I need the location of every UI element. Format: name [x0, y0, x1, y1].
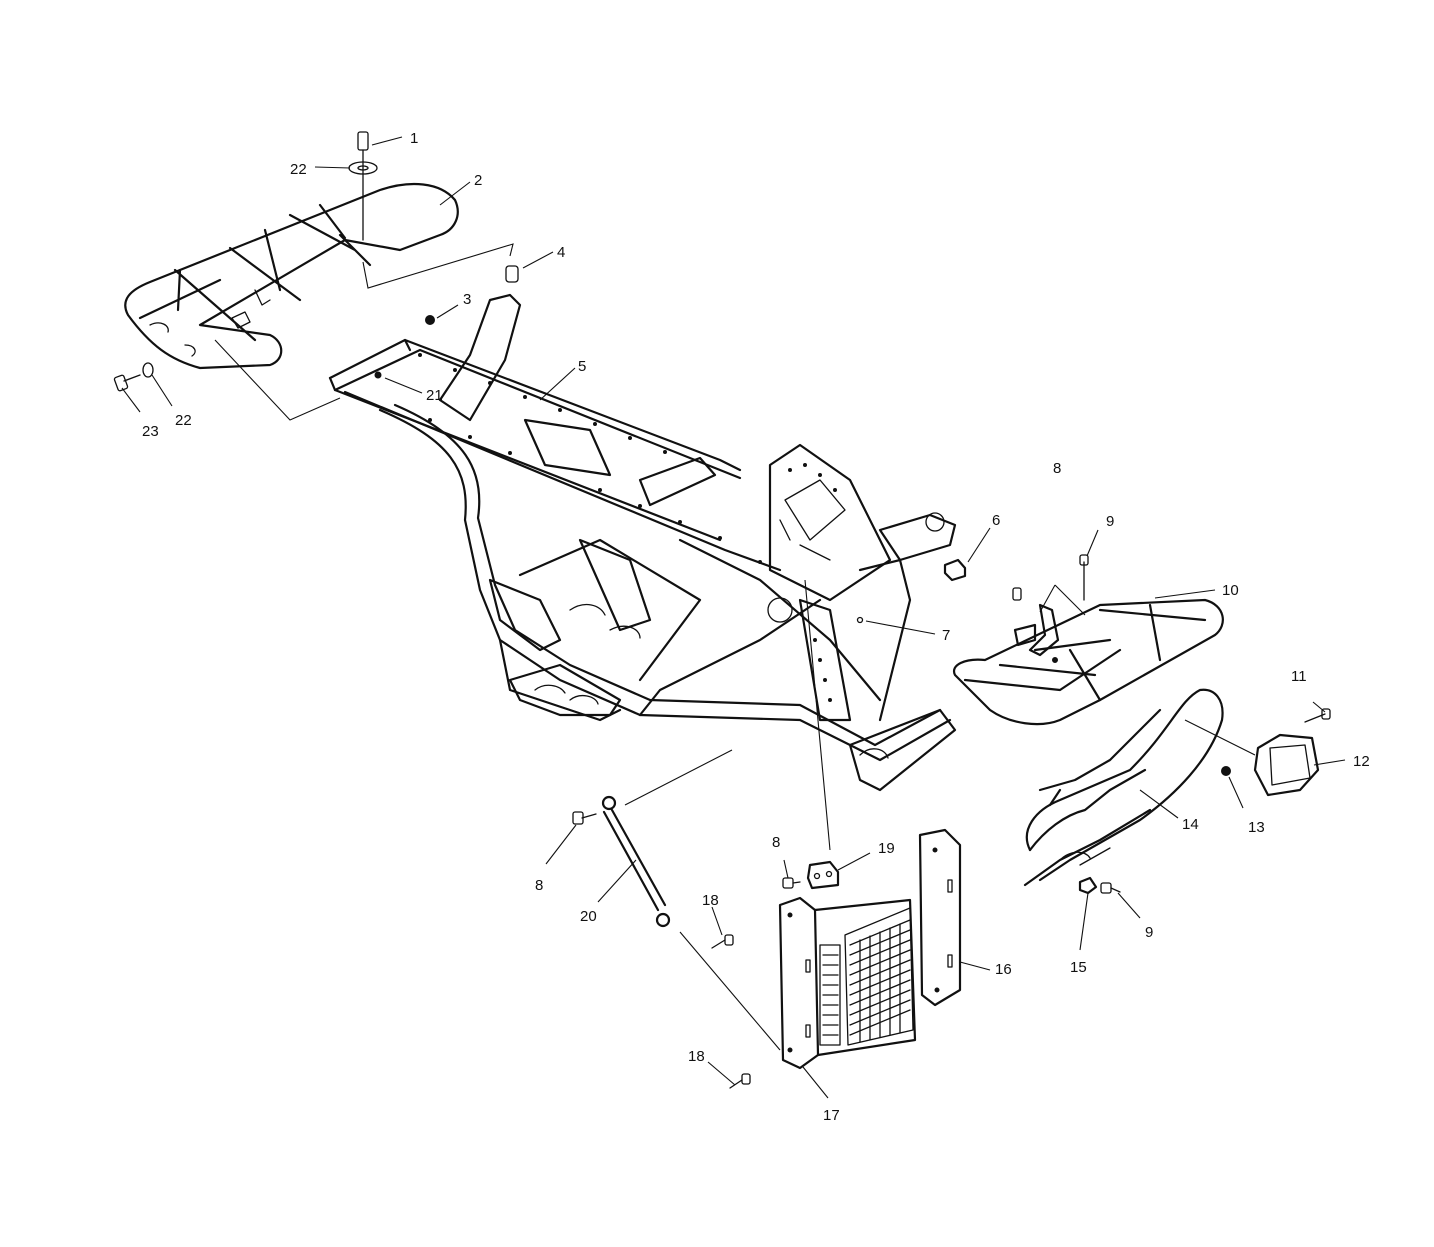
callout-20: 20 [580, 908, 597, 925]
callout-5: 5 [578, 358, 586, 375]
nut-15 [1078, 876, 1098, 895]
screen-16 [918, 828, 962, 1007]
callout-18-upper: 18 [702, 892, 719, 909]
callout-23: 23 [142, 423, 159, 440]
callout-22-left: 22 [175, 412, 192, 429]
callout-6: 6 [992, 512, 1000, 529]
screw-18-upper [711, 934, 734, 949]
callout-leaders [121, 136, 1346, 1099]
callout-8-upper: 8 [1053, 460, 1061, 477]
bolt-23 [113, 374, 141, 392]
screw-18-lower [729, 1073, 751, 1089]
assembly-lines [214, 243, 1256, 1051]
washer-22-left [142, 362, 154, 378]
callout-8-left: 8 [535, 877, 543, 894]
callout-11: 11 [1291, 668, 1307, 685]
headlight-12 [1253, 733, 1320, 797]
rear-rack [124, 182, 459, 370]
bolt-8-center [782, 877, 801, 889]
callout-12: 12 [1353, 753, 1370, 770]
callout-21: 21 [426, 387, 443, 404]
block-6 [943, 558, 967, 582]
callout-3: 3 [463, 291, 471, 308]
bolt-9-lower [1100, 882, 1121, 894]
nut-3 [425, 315, 435, 325]
callout-13: 13 [1248, 819, 1265, 836]
frame-hole-dots [374, 353, 837, 702]
callout-9-lower: 9 [1145, 924, 1153, 941]
bolt-11 [1304, 708, 1331, 723]
nut-13 [1221, 766, 1231, 776]
callout-19: 19 [878, 840, 895, 857]
callout-2: 2 [474, 172, 482, 189]
radiator-grille [822, 919, 911, 1043]
main-frame [328, 293, 957, 792]
callout-7: 7 [942, 627, 950, 644]
bolt-8-left [572, 811, 597, 825]
bolts-8-9-upper [1012, 554, 1089, 663]
bolt-1 [357, 131, 369, 241]
callout-9-upper: 9 [1106, 513, 1114, 530]
bracket-19 [806, 860, 840, 890]
front-rack [952, 598, 1224, 726]
tie-rod-20 [601, 795, 671, 928]
callout-8-center: 8 [772, 834, 780, 851]
callout-18-lower: 18 [688, 1048, 705, 1065]
callout-16: 16 [995, 961, 1012, 978]
callout-17: 17 [823, 1107, 840, 1124]
bushing-4 [505, 265, 519, 283]
callout-labels: 1 22 2 4 3 5 21 23 22 6 8 9 10 7 11 12 1… [142, 130, 1370, 1124]
callout-15: 15 [1070, 959, 1087, 976]
callout-4: 4 [557, 244, 565, 261]
nut-7 [856, 616, 864, 624]
callout-14: 14 [1182, 816, 1199, 833]
front-bumper [1023, 688, 1224, 887]
callout-10: 10 [1222, 582, 1239, 599]
callout-1: 1 [410, 130, 418, 147]
callout-22-top: 22 [290, 161, 307, 178]
radiator-17 [778, 896, 917, 1070]
bracket-8 [1013, 603, 1060, 657]
